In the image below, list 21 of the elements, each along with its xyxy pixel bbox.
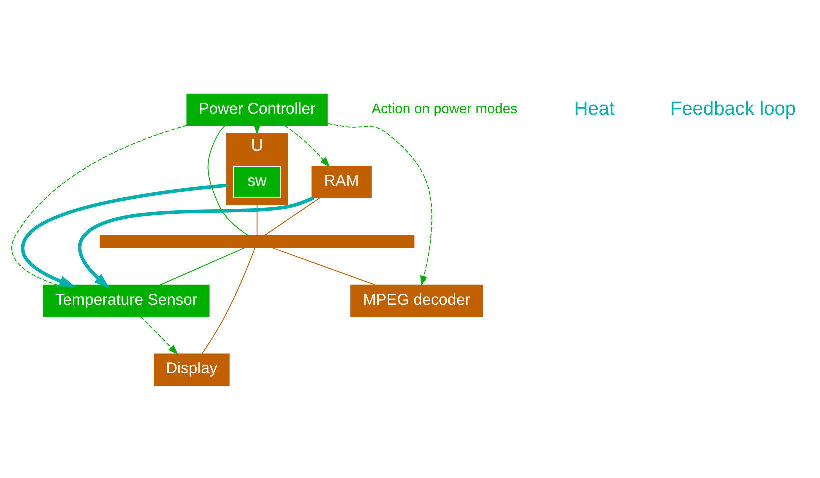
node-box: MPEG decoder [350, 284, 484, 317]
connector [12, 124, 188, 286]
arrow [78, 196, 314, 288]
label: Feedback loop [670, 98, 796, 120]
arrow [140, 316, 178, 355]
connector [264, 197, 320, 236]
connector [202, 247, 256, 354]
label: Heat [574, 98, 615, 120]
arrow [327, 122, 432, 286]
arrow [284, 124, 330, 168]
connector [256, 204, 258, 236]
node-box: Temperature Sensor [43, 284, 210, 317]
label: Action on power modes [372, 100, 518, 116]
connector [208, 125, 248, 236]
node-box: Display [154, 353, 230, 386]
arrow [21, 183, 227, 287]
node-bar [100, 234, 415, 248]
connector [160, 246, 246, 286]
node-box: sw [233, 166, 282, 198]
connector [272, 246, 376, 286]
node-box: RAM [312, 166, 372, 198]
